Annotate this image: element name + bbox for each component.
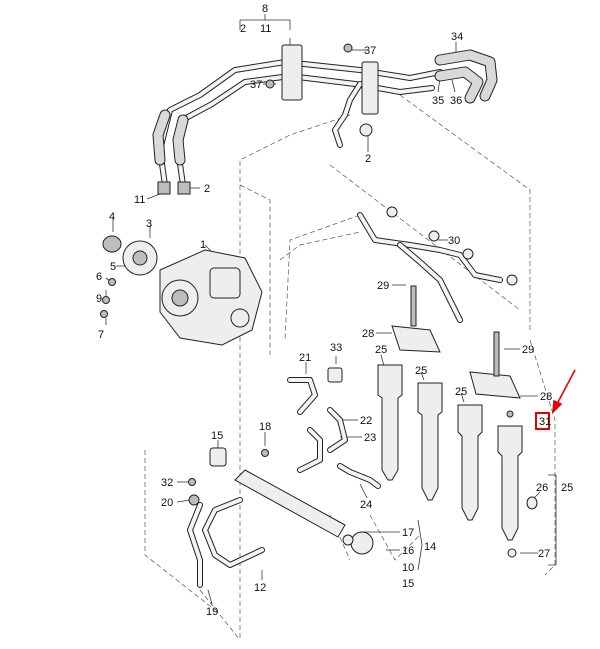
callout-25: 25: [415, 365, 427, 377]
callout-7: 7: [98, 329, 104, 341]
callout-8: 8: [262, 3, 268, 15]
callout-28: 28: [540, 391, 552, 403]
callout-21: 21: [299, 352, 311, 364]
callout-22: 22: [360, 415, 372, 427]
callout-30: 30: [448, 235, 460, 247]
red-arrow-icon: [556, 369, 576, 405]
callout-28: 28: [362, 328, 374, 340]
callout-3: 3: [146, 218, 152, 230]
highlight-box: [535, 412, 550, 430]
callout-31: 31: [539, 416, 551, 428]
red-arrowhead-icon: [552, 399, 563, 415]
callout-26: 26: [536, 482, 548, 494]
injectors: [377, 285, 538, 558]
fuel-return-pipes: [152, 43, 498, 195]
callout-35: 35: [432, 95, 444, 107]
callout-1: 1: [200, 239, 206, 251]
callout-24: 24: [360, 499, 372, 511]
injector-leak-off-line: [357, 206, 518, 323]
callout-5: 5: [110, 261, 116, 273]
callout-32: 32: [161, 477, 173, 489]
callout-25: 25: [455, 386, 467, 398]
callout-37: 37: [364, 45, 376, 57]
callout-17: 17: [402, 527, 414, 539]
callout-9: 9: [96, 293, 102, 305]
high-pressure-pump: [100, 235, 263, 346]
callout-34: 34: [451, 31, 463, 43]
callout-20: 20: [161, 497, 173, 509]
callout-29: 29: [377, 280, 389, 292]
callout-6: 6: [96, 271, 102, 283]
callout-16: 16: [402, 545, 414, 557]
part-number-labels: 8 2 11 37 37 34 35 36 2 11 2 4 3 1 5 6 9…: [96, 3, 573, 618]
callout-37: 37: [250, 79, 262, 91]
callout-11: 11: [260, 23, 271, 35]
callout-27: 27: [538, 548, 550, 560]
callout-10: 10: [402, 562, 414, 574]
callout-25: 25: [561, 482, 573, 494]
callout-25: 25: [375, 344, 387, 356]
callout-14: 14: [424, 541, 436, 553]
highlighted-callout-31: 31: [535, 369, 576, 430]
callout-2: 2: [365, 153, 371, 165]
callout-15: 15: [402, 578, 414, 590]
callout-19: 19: [206, 606, 218, 618]
callout-11: 11: [134, 194, 145, 206]
callout-2: 2: [204, 183, 210, 195]
callout-29: 29: [522, 344, 534, 356]
callout-4: 4: [109, 211, 115, 223]
callout-12: 12: [254, 582, 266, 594]
callout-2: 2: [240, 23, 246, 35]
assembly-guide-lines: [144, 94, 556, 641]
callout-18: 18: [259, 421, 271, 433]
fuel-rail: [187, 367, 381, 588]
callout-33: 33: [330, 342, 342, 354]
callout-36: 36: [450, 95, 462, 107]
callout-15: 15: [211, 430, 223, 442]
callout-23: 23: [364, 432, 376, 444]
